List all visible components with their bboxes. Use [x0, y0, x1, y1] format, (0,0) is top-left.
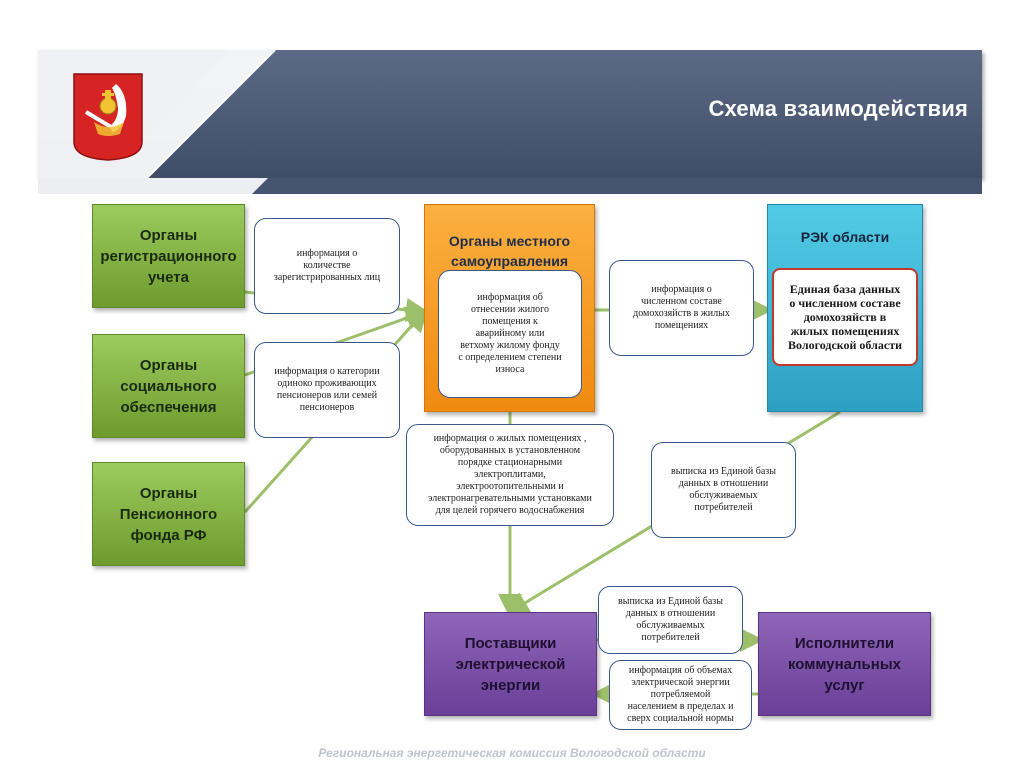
note-consumption-volumes: информация об объемах электрической энер…	[609, 660, 752, 730]
note-db-extract-right: выписка из Единой базы данных в отношени…	[651, 442, 796, 538]
note-registered-persons: информация о количестве зарегистрированн…	[254, 218, 400, 314]
node-pension-fund: Органы Пенсионного фонда РФ	[92, 462, 245, 566]
coat-of-arms-icon	[73, 73, 143, 161]
note-emergency-housing: информация об отнесении жилого помещения…	[438, 270, 582, 398]
note-pensioner-category: информация о категории одиноко проживающ…	[254, 342, 400, 438]
node-electricity-suppliers: Поставщики электрической энергии	[424, 612, 597, 716]
note-household-count: информация о численном составе домохозяй…	[609, 260, 754, 356]
page-title: Схема взаимодействия	[708, 96, 968, 121]
node-social-security-authorities: Органы социального обеспечения	[92, 334, 245, 438]
node-unified-database: Единая база данных о численном составе д…	[772, 268, 918, 366]
node-registration-authorities: Органы регистрационного учета	[92, 204, 245, 308]
node-utility-executors: Исполнители коммунальных услуг	[758, 612, 931, 716]
note-db-extract-bottom: выписка из Единой базы данных в отношени…	[598, 586, 743, 654]
note-equipped-housing: информация о жилых помещениях , оборудов…	[406, 424, 614, 526]
footer-text: Региональная энергетическая комиссия Вол…	[318, 746, 706, 760]
